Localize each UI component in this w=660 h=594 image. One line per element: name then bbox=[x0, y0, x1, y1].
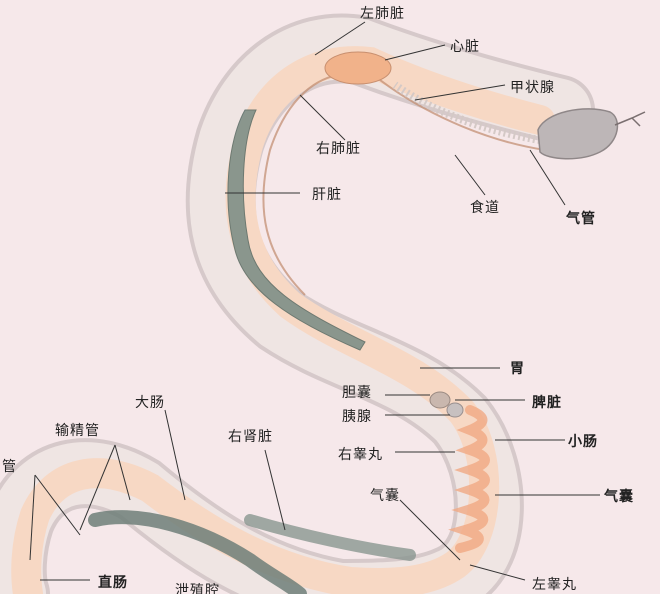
label-rectum: 直肠 bbox=[98, 575, 128, 591]
liver bbox=[227, 109, 366, 351]
gallbladder bbox=[429, 391, 451, 409]
label-heart: 心脏 bbox=[450, 39, 480, 55]
leader-esophagus bbox=[454, 154, 486, 196]
heart-shape bbox=[324, 51, 392, 85]
trachea-tube bbox=[392, 81, 541, 144]
leader-left-testis bbox=[469, 564, 526, 581]
small-intestine bbox=[448, 405, 490, 553]
right-kidney bbox=[244, 514, 416, 561]
tongue bbox=[614, 111, 646, 127]
label-right-testis: 右睾丸 bbox=[338, 447, 383, 463]
label-esophagus: 食道 bbox=[470, 200, 500, 216]
leader-right-kidney bbox=[264, 449, 286, 531]
leader-left-lung bbox=[314, 21, 366, 56]
label-right-lung: 右肺脏 bbox=[316, 141, 361, 157]
label-ureter-partial: 管 bbox=[2, 459, 17, 475]
leader-air-sac-mid bbox=[399, 499, 461, 561]
leader-ureter-1 bbox=[34, 474, 81, 536]
leader-right-lung bbox=[299, 94, 346, 141]
heart bbox=[324, 51, 392, 85]
leader-vas-1 bbox=[114, 444, 131, 501]
snake-head bbox=[537, 108, 646, 160]
label-gallbladder: 胆囊 bbox=[342, 385, 372, 401]
leader-heart bbox=[384, 44, 446, 61]
label-air-sac-right: 气囊 bbox=[604, 489, 634, 505]
label-trachea: 气管 bbox=[566, 211, 596, 227]
label-liver: 肝脏 bbox=[312, 187, 342, 203]
label-air-sac-mid: 气囊 bbox=[370, 488, 400, 504]
label-right-kidney: 右肾脏 bbox=[228, 429, 273, 445]
label-vas-deferens: 输精管 bbox=[55, 423, 100, 439]
leader-thyroid bbox=[414, 84, 506, 101]
leader-large-intestine bbox=[164, 409, 186, 501]
trachea bbox=[392, 81, 541, 144]
label-pancreas: 胰腺 bbox=[342, 409, 372, 425]
leader-vas-2 bbox=[79, 444, 116, 531]
label-left-lung: 左肺脏 bbox=[360, 6, 405, 22]
small-intestine-coils bbox=[448, 405, 490, 553]
head-shape bbox=[537, 108, 619, 160]
rectum-band bbox=[88, 510, 307, 594]
leader-lines bbox=[29, 21, 600, 581]
label-small-intestine: 小肠 bbox=[568, 434, 598, 450]
esophagus-line bbox=[262, 72, 546, 296]
label-gland-partial: 泄殖腔 bbox=[175, 583, 220, 594]
spleen bbox=[446, 402, 464, 418]
label-thyroid: 甲状腺 bbox=[510, 80, 555, 96]
label-left-testis: 左睾丸 bbox=[532, 577, 577, 593]
leader-ureter-2 bbox=[29, 474, 36, 561]
leader-trachea bbox=[529, 149, 566, 206]
label-stomach: 胃 bbox=[510, 361, 525, 377]
label-large-intestine: 大肠 bbox=[135, 395, 165, 411]
label-spleen: 脾脏 bbox=[532, 395, 562, 411]
